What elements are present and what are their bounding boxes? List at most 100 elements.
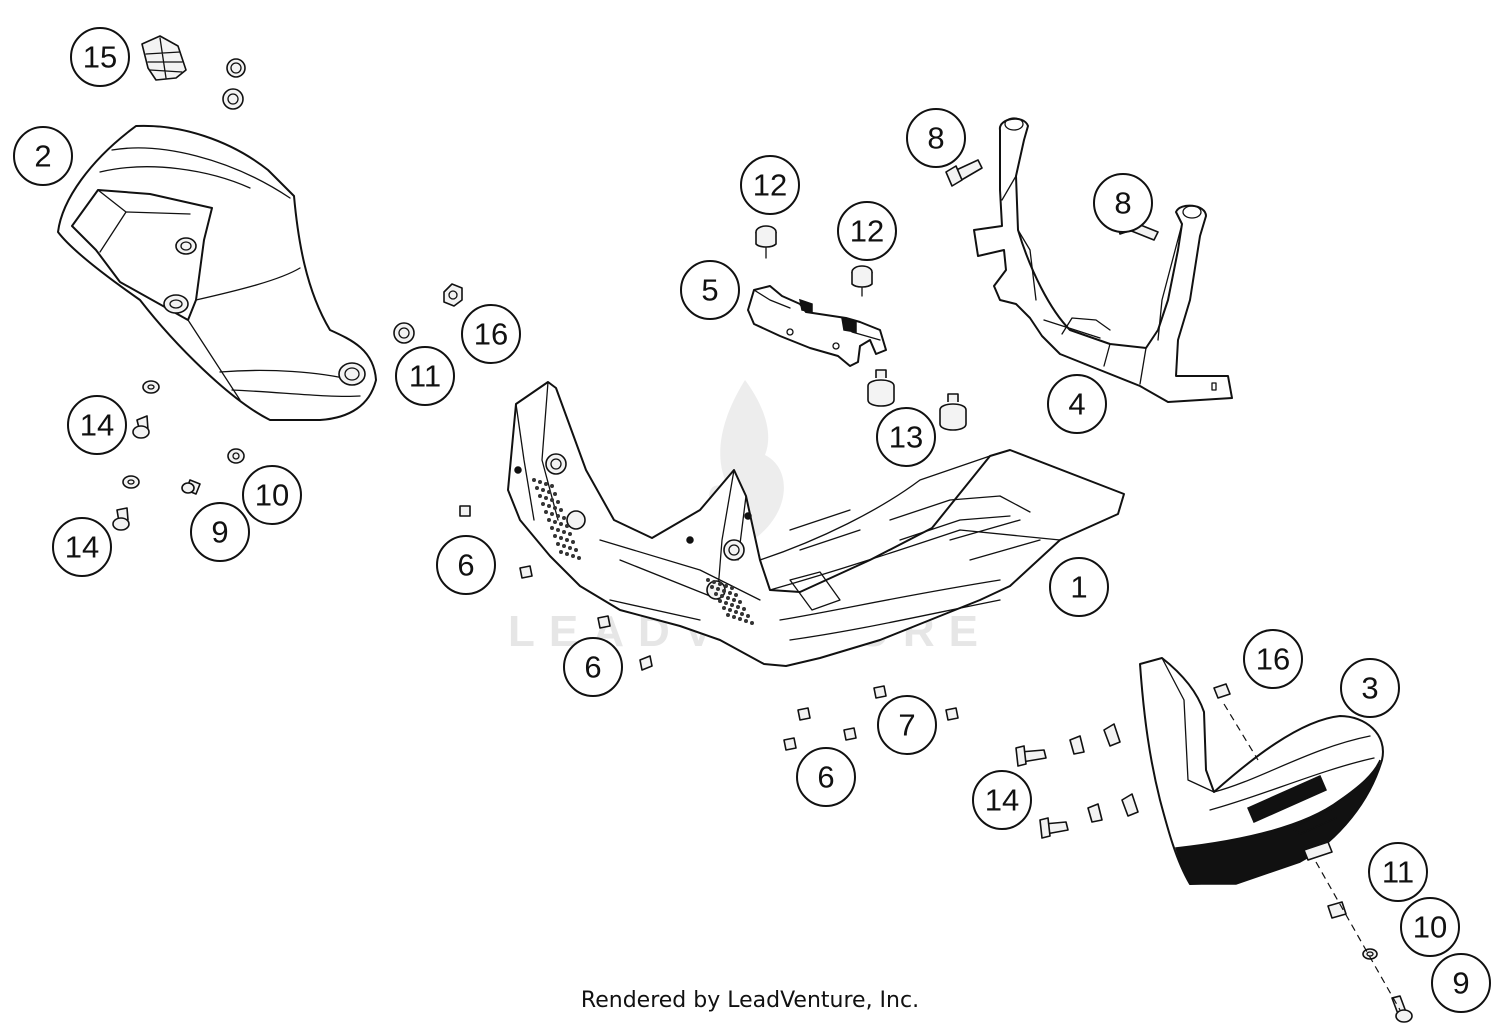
vent-hole [750, 621, 754, 625]
vent-hole [712, 580, 716, 584]
vent-hole [556, 500, 560, 504]
side-guard-left-icon [57, 124, 377, 421]
vent-hole [577, 556, 581, 560]
callout-9b-label: 9 [1452, 966, 1469, 1001]
rubber-buffer-icon [755, 225, 967, 431]
screw-icon [459, 505, 959, 751]
vent-hole [732, 615, 736, 619]
callout-9a: 9 [190, 502, 250, 562]
callout-14a-label: 14 [80, 408, 114, 443]
vent-hole [718, 599, 722, 603]
vent-hole [738, 600, 742, 604]
vent-hole [562, 530, 566, 534]
callout-4: 4 [1047, 374, 1107, 434]
vent-hole [730, 586, 734, 590]
callout-6c: 6 [796, 747, 856, 807]
vent-hole [538, 494, 542, 498]
callout-16b: 16 [1243, 629, 1303, 689]
vent-hole [726, 613, 730, 617]
hardware-right-icon [1015, 723, 1139, 839]
vent-hole [726, 596, 730, 600]
vent-hole [740, 612, 744, 616]
callout-10a-label: 10 [255, 478, 289, 513]
callout-11a: 11 [395, 346, 455, 406]
callout-7: 7 [877, 695, 937, 755]
callout-12b: 12 [837, 201, 897, 261]
vent-hole [559, 550, 563, 554]
callout-4-label: 4 [1068, 387, 1085, 422]
render-credit: Rendered by LeadVenture, Inc. [580, 988, 920, 1013]
vent-hole [720, 594, 724, 598]
callout-15-label: 15 [83, 40, 117, 75]
vent-hole [568, 532, 572, 536]
hardware-left-icon [112, 380, 245, 531]
vent-hole [538, 480, 542, 484]
vent-hole [556, 528, 560, 532]
ventilation-holes [532, 478, 754, 625]
callout-3-label: 3 [1361, 671, 1378, 706]
callout-16a-label: 16 [474, 317, 508, 352]
vent-hole [544, 510, 548, 514]
callout-12a-label: 12 [753, 168, 787, 203]
callout-14b: 14 [52, 517, 112, 577]
callout-8a: 8 [906, 108, 966, 168]
callout-6a-label: 6 [457, 548, 474, 583]
vent-hole [556, 514, 560, 518]
vent-hole [553, 520, 557, 524]
mounting-bracket-icon [747, 285, 887, 367]
frame-bracket-icon [973, 117, 1233, 403]
vent-hole [559, 508, 563, 512]
callout-7-label: 7 [898, 708, 915, 743]
vent-hole [559, 522, 563, 526]
skid-plate-icon [507, 381, 1125, 667]
callout-11b: 11 [1368, 842, 1428, 902]
callout-13-label: 13 [889, 420, 923, 455]
vent-hole [565, 538, 569, 542]
vent-hole [732, 598, 736, 602]
callout-9a-label: 9 [211, 515, 228, 550]
callout-6b-label: 6 [584, 650, 601, 685]
vent-hole [730, 603, 734, 607]
callout-8b: 8 [1093, 173, 1153, 233]
callout-10a: 10 [242, 465, 302, 525]
vent-hole [571, 540, 575, 544]
callout-6a: 6 [436, 535, 496, 595]
vent-hole [553, 534, 557, 538]
vent-hole [706, 578, 710, 582]
vent-hole [736, 605, 740, 609]
callout-11a-label: 11 [409, 359, 441, 394]
callout-12b-label: 12 [850, 214, 884, 249]
callout-16b-label: 16 [1256, 642, 1290, 677]
vent-hole [544, 496, 548, 500]
vent-hole [535, 486, 539, 490]
vent-hole [722, 606, 726, 610]
callout-2-label: 2 [34, 139, 51, 174]
vent-hole [744, 619, 748, 623]
callout-14b-label: 14 [65, 530, 99, 565]
callout-14c: 14 [972, 770, 1032, 830]
vent-hole [553, 492, 557, 496]
callout-12a: 12 [740, 155, 800, 215]
callout-9b: 9 [1431, 953, 1491, 1013]
vent-hole [547, 504, 551, 508]
callout-1: 1 [1049, 557, 1109, 617]
vent-hole [550, 512, 554, 516]
vent-hole [550, 498, 554, 502]
assembly-lines [1223, 703, 1401, 1011]
vent-hole [550, 526, 554, 530]
vent-hole [716, 587, 720, 591]
vent-hole [559, 536, 563, 540]
vent-hole [568, 546, 572, 550]
callout-6b: 6 [563, 637, 623, 697]
vent-hole [728, 608, 732, 612]
vent-hole [734, 593, 738, 597]
vent-hole [722, 589, 726, 593]
vent-hole [724, 584, 728, 588]
vent-hole [718, 582, 722, 586]
callout-8a-label: 8 [927, 121, 944, 156]
vent-hole [562, 516, 566, 520]
callout-10b-label: 10 [1413, 910, 1447, 945]
vent-hole [710, 585, 714, 589]
side-guard-right-icon [1139, 657, 1384, 885]
